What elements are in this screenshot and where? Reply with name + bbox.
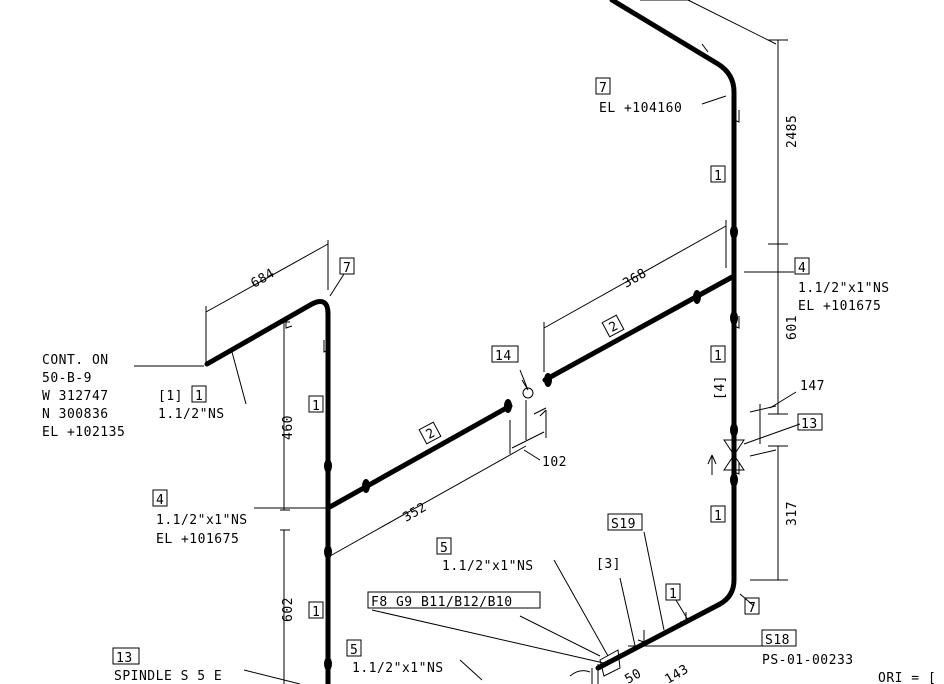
tag-5-mid: 5 (440, 541, 448, 556)
spool-ps: PS-01-00233 (762, 653, 854, 668)
pipe-left-top (204, 299, 331, 684)
dim-368: 368 (621, 266, 650, 291)
tag-s19: S19 (611, 517, 636, 532)
valve-stem (707, 454, 717, 475)
dimension-values: 2485 684 368 601 147 460 102 352 317 602… (249, 115, 825, 684)
coordinate-n: N 300836 (42, 407, 109, 422)
fitting (324, 545, 332, 559)
tag-4-right: 4 (798, 261, 806, 276)
pipe-runs (204, 0, 737, 684)
fitting (730, 311, 738, 325)
flag (323, 340, 329, 353)
orientation: ORI = [ (878, 671, 936, 684)
flag (637, 630, 645, 643)
tag-boxes (112, 77, 823, 665)
pipe-top-run (609, 0, 737, 523)
pipe-mid-lower (325, 403, 513, 511)
size-mid: 1.1/2"x1"NS (442, 559, 534, 574)
tag-1-vertical-a: 1 (714, 169, 722, 184)
tag-1-vertical-left-b: 1 (312, 605, 320, 620)
tag-7-left-top: 7 (343, 261, 351, 276)
fitting (362, 479, 370, 493)
flag (733, 110, 740, 123)
tag-1-vertical-left: 1 (312, 399, 320, 414)
dim-317: 317 (785, 501, 800, 526)
size-bottom: 1.1/2"x1"NS (352, 661, 444, 676)
valve-hub (522, 387, 534, 399)
fitting (693, 290, 701, 304)
size-left-2: 1.1/2"x1"NS (156, 513, 248, 528)
bottom-flange (599, 649, 621, 677)
tag-1-vertical-b: 1 (714, 349, 722, 364)
tag-2-upper: 2 (607, 319, 621, 336)
dim-50: 50 (623, 666, 645, 684)
tag-1-vertical-c: 1 (714, 509, 722, 524)
spindle-label: SPINDLE S 5 E (114, 669, 222, 684)
support-flags (285, 43, 740, 643)
dim-2485: 2485 (785, 115, 800, 148)
elevation-left-2: EL +101675 (156, 532, 239, 547)
tag-1-bottom: 1 (669, 587, 677, 602)
continuation-drawing: 50-B-9 (42, 371, 92, 386)
fitting (504, 399, 512, 413)
elevation-104160: EL +104160 (599, 101, 682, 116)
valve-symbol (723, 439, 745, 471)
dim-602: 602 (281, 597, 296, 622)
pipe-mid-upper (542, 273, 737, 383)
pipe-right-lower (595, 467, 737, 671)
flag (733, 462, 740, 475)
dim-102: 102 (542, 455, 567, 470)
tag-2-lower: 2 (424, 426, 438, 443)
tag-f8: F8 G9 B11/B12/B10 (371, 595, 513, 610)
flag (701, 43, 709, 53)
fitting (730, 423, 738, 437)
fitting (324, 459, 332, 473)
continuation-label: CONT. ON (42, 353, 109, 368)
dim-352: 352 (401, 500, 430, 525)
tag-7-bottom: 7 (748, 601, 756, 616)
tag-s18: S18 (765, 633, 790, 648)
fitting (730, 473, 738, 487)
size-left: 1.1/2"NS (158, 407, 225, 422)
dim-684: 684 (249, 266, 278, 291)
tag-5-bottom: 5 (350, 643, 358, 658)
tag-1-left: 1 (195, 389, 203, 404)
fitting (324, 657, 332, 671)
coordinate-w: W 312747 (42, 389, 109, 404)
dim-143: 143 (663, 662, 692, 684)
fitting (730, 225, 738, 239)
fitting (544, 373, 552, 387)
tag-7-top: 7 (599, 81, 607, 96)
flag (733, 316, 740, 329)
tags: 7 EL +104160 1 4 1.1/2"x1"NS EL +101675 … (42, 81, 936, 684)
bracket-1: [1] (158, 389, 183, 404)
dim-601: 601 (785, 315, 800, 340)
bracket-3: [3] (596, 557, 621, 572)
flag (285, 316, 293, 329)
dim-147: 147 (800, 379, 825, 394)
tag-4-left: 4 (156, 493, 164, 508)
dimension-lines (134, 0, 801, 684)
tag-14: 14 (495, 349, 512, 364)
tag-4-bracket-right: [4] (713, 375, 728, 400)
tag-13-right: 13 (801, 417, 818, 432)
tag-13-left: 13 (116, 651, 133, 666)
elevation-left: EL +102135 (42, 425, 125, 440)
dim-460: 460 (281, 415, 296, 440)
size-right: 1.1/2"x1"NS (798, 281, 890, 296)
bottom-flange-lines (569, 664, 599, 684)
elevation-right: EL +101675 (798, 299, 881, 314)
pipe-fittings (324, 225, 745, 684)
